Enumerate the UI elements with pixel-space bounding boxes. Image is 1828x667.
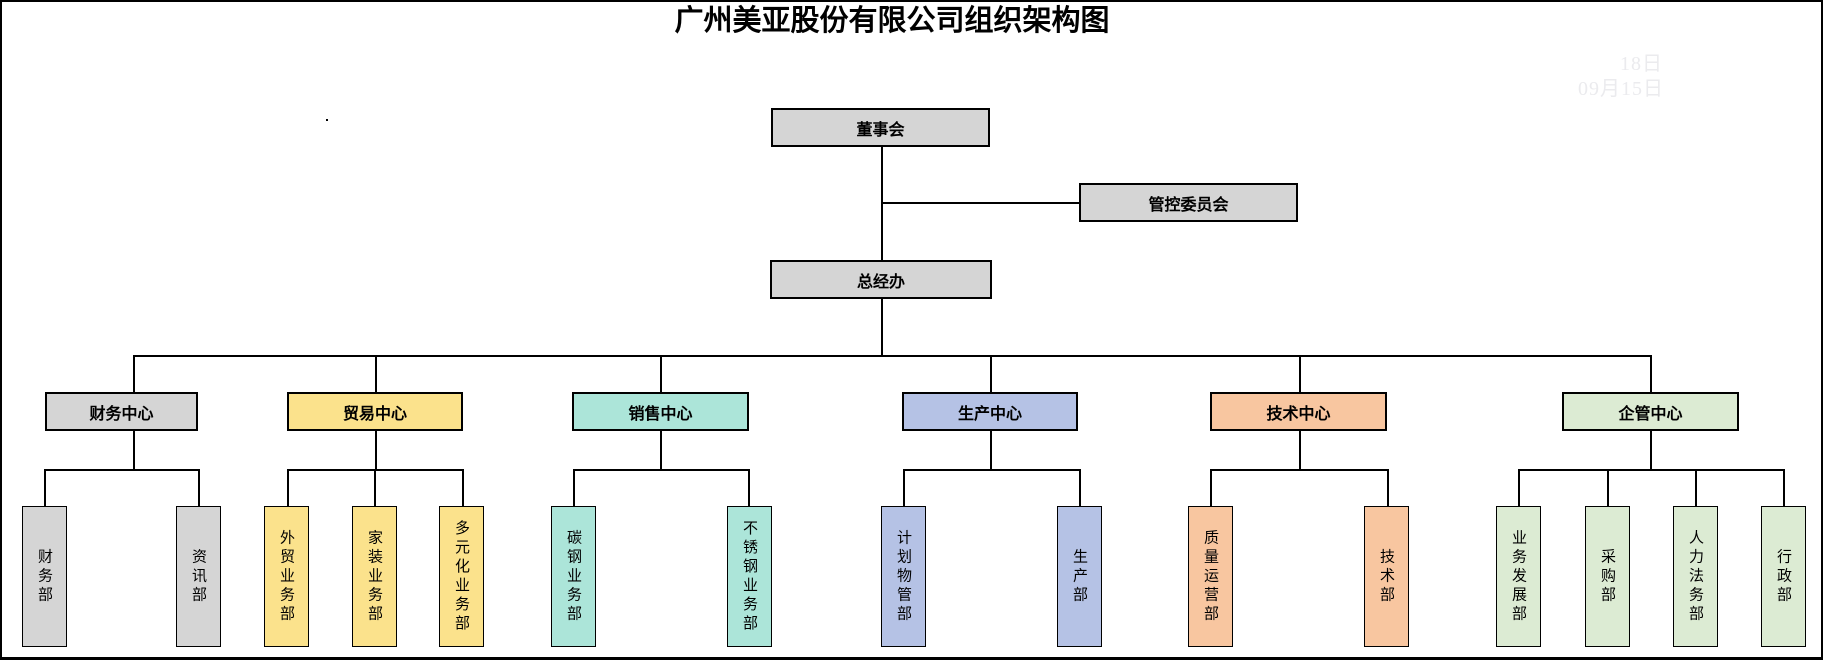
connector-center-stem [660,431,662,470]
connector-dept-drop [1387,469,1389,507]
dept-carbon-steel-label: 碳钢业务部 [565,529,581,624]
dept-carbon-steel: 碳钢业务部 [551,506,596,647]
dept-finance: 财务部 [22,506,67,647]
center-technology-label: 技术中心 [1266,405,1331,423]
dept-foreign-trade: 外贸业务部 [264,506,309,647]
center-technology: 技术中心 [1210,392,1387,431]
dept-hr-legal-label: 人力法务部 [1687,529,1703,624]
dept-home-decor: 家装业务部 [352,506,397,647]
dept-procurement-label: 采购部 [1599,548,1615,605]
connector-dept-drop [374,469,376,507]
dept-foreign-trade-label: 外贸业务部 [278,529,294,624]
ghost-date-fragment-1: 18日 [1620,53,1663,75]
connector-splitter-production [903,469,1079,471]
chart-title: 广州美亚股份有限公司组织架构图 [674,5,1110,37]
connector-main-bus [133,355,1651,357]
gm-office-label: 总经办 [856,273,905,291]
dept-technology-label: 技术部 [1378,548,1394,605]
dept-production: 生产部 [1057,506,1102,647]
connector-board-to-office [881,147,883,260]
connector-dept-drop [1210,469,1212,507]
dept-home-decor-label: 家装业务部 [366,529,382,624]
connector-dept-drop [1695,469,1697,507]
connector-splitter-sales [573,469,749,471]
connector-bus-drop [1650,355,1652,393]
gm-office-box: 总经办 [770,260,992,299]
center-finance-label: 财务中心 [89,405,154,423]
dept-finance-label: 财务部 [36,548,52,605]
dept-planning-materials-label: 计划物管部 [895,529,911,624]
connector-bus-drop [375,355,377,393]
connector-dept-drop [287,469,289,507]
dept-production-label: 生产部 [1071,548,1087,605]
connector-bus-drop [1299,355,1301,393]
connector-dept-drop [1783,469,1785,507]
ghost-date-fragment-2: 09月15日 [1578,78,1664,100]
dept-information: 资讯部 [176,506,221,647]
connector-dept-drop [1607,469,1609,507]
center-production: 生产中心 [902,392,1078,431]
connector-center-stem [375,431,377,470]
connector-splitter-enterprise [1518,469,1783,471]
connector-dept-drop [1079,469,1081,507]
dept-technology: 技术部 [1364,506,1409,647]
connector-splitter-finance [44,469,198,471]
connector-to-committee [881,202,1079,204]
connector-dept-drop [1518,469,1520,507]
connector-bus-drop [660,355,662,393]
connector-dept-drop [573,469,575,507]
center-sales-label: 销售中心 [628,405,693,423]
dept-diversified-business-label: 多元化业务部 [453,519,469,634]
dept-diversified-business: 多元化业务部 [439,506,484,647]
dept-administration: 行政部 [1761,506,1806,647]
dept-planning-materials: 计划物管部 [881,506,926,647]
dept-business-development-label: 业务发展部 [1510,529,1526,624]
connector-bus-drop [133,355,135,393]
connector-dept-drop [44,469,46,507]
board-box: 董事会 [771,108,990,147]
connector-dept-drop [903,469,905,507]
center-enterprise-mgmt-label: 企管中心 [1618,405,1683,423]
connector-center-stem [1650,431,1652,470]
connector-dept-drop [462,469,464,507]
dept-hr-legal: 人力法务部 [1673,506,1718,647]
board-label: 董事会 [856,121,905,139]
connector-center-stem [990,431,992,470]
connector-office-to-bus [881,299,883,356]
dept-quality-operations: 质量运营部 [1188,506,1233,647]
connector-center-stem [1299,431,1301,470]
center-production-label: 生产中心 [957,405,1022,423]
center-trade-label: 贸易中心 [342,405,407,423]
committee-label: 管控委员会 [1148,196,1229,214]
dept-stainless-steel-label: 不锈钢业务部 [741,519,757,634]
dept-business-development: 业务发展部 [1496,506,1541,647]
dept-quality-operations-label: 质量运营部 [1202,529,1218,624]
connector-center-stem [133,431,135,470]
dept-stainless-steel: 不锈钢业务部 [727,506,772,647]
dept-information-label: 资讯部 [190,548,206,605]
committee-box: 管控委员会 [1079,183,1298,222]
center-sales: 销售中心 [572,392,749,431]
connector-dept-drop [198,469,200,507]
connector-dept-drop [748,469,750,507]
center-enterprise-mgmt: 企管中心 [1562,392,1739,431]
center-finance: 财务中心 [45,392,198,431]
dept-administration-label: 行政部 [1775,548,1791,605]
connector-bus-drop [990,355,992,393]
connector-splitter-technology [1210,469,1387,471]
center-trade: 贸易中心 [287,392,463,431]
stray-dot [326,119,328,121]
dept-procurement: 采购部 [1585,506,1630,647]
